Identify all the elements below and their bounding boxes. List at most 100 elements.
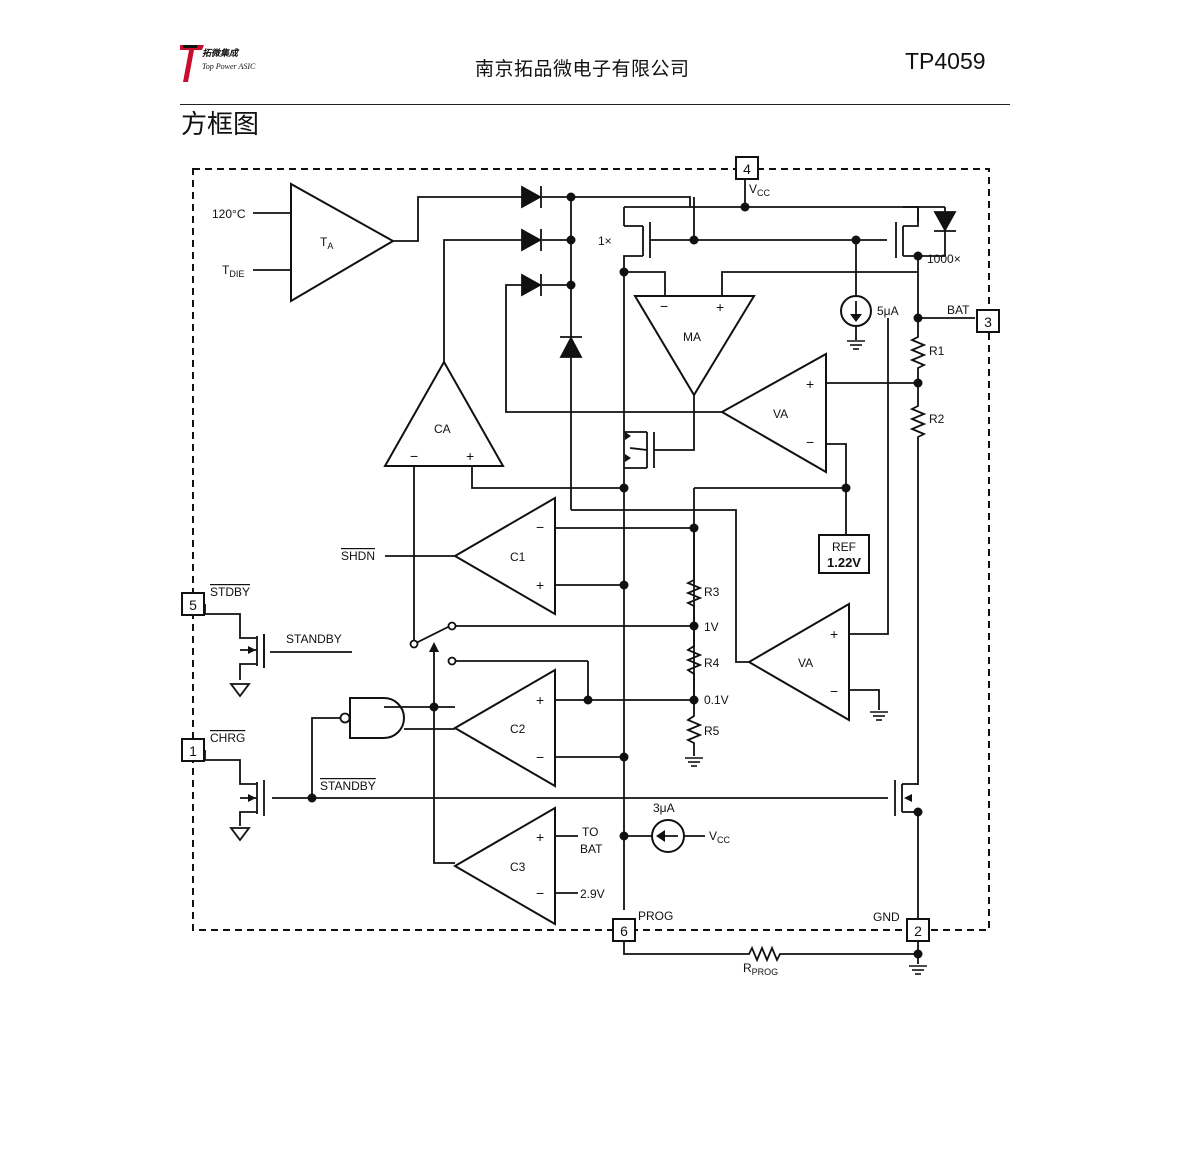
current-3ua-label: 3μA (653, 801, 675, 815)
c2-minus: − (536, 749, 544, 765)
resistors (685, 333, 927, 963)
ma-plus: + (716, 299, 724, 315)
c1-plus: + (536, 577, 544, 593)
diode-2-icon (521, 228, 542, 252)
va-amplifier-bottom (747, 602, 850, 722)
ref-box (818, 534, 870, 574)
vcc-source-label: VCC (709, 829, 731, 845)
pin-5-box (181, 592, 205, 616)
va-top-minus: − (806, 434, 814, 450)
pin-2-number: 2 (914, 923, 922, 939)
c3-plus: + (536, 829, 544, 845)
page-header: 拓微集成 Top Power ASIC 南京拓品微电子有限公司 TP4059 (180, 38, 1010, 105)
rprog-label: RPROG (743, 961, 778, 977)
switch-arrow-icon (429, 642, 439, 652)
c2-comparator (453, 668, 556, 788)
diodes (521, 185, 957, 358)
v1-label: 1V (704, 620, 719, 634)
stdby-ground-icon (229, 683, 251, 698)
va-top-label: VA (773, 407, 788, 421)
diode-4-icon (559, 336, 583, 358)
transistor-arrows (248, 432, 912, 802)
r1-label: R1 (929, 344, 945, 358)
standby-label: STANDBY (286, 632, 342, 646)
pin-3-box (976, 309, 1000, 333)
ca-amplifier (383, 359, 505, 467)
c3-minus: − (536, 885, 544, 901)
va-bottom-label: VA (798, 656, 813, 670)
left-arrow-icon (656, 830, 665, 842)
junction-dots (307, 192, 923, 959)
gnd-label: GND (873, 910, 900, 924)
c1-comparator (453, 496, 556, 616)
down-arrow-icon (850, 314, 862, 322)
standby-bar-label: STANDBY (320, 779, 376, 793)
chrg-arrow-icon (248, 794, 256, 802)
company-logo: 拓微集成 Top Power ASIC (180, 42, 280, 84)
tdie-label: TDIE (222, 263, 244, 279)
temp-label: 120°C (212, 207, 246, 221)
chip-boundary (192, 168, 990, 931)
stdby-pin-label: STDBY (210, 585, 250, 599)
pin-3-number: 3 (984, 314, 992, 330)
rprog-resistor (745, 945, 783, 963)
diagram-labels: 120°C TDIE TA VCC 1× 1000× 5μA BAT R1 R2… (210, 182, 970, 977)
logo-english-text: Top Power ASIC (202, 62, 256, 71)
pin-4-number: 4 (743, 161, 751, 177)
c3-comparator (453, 806, 556, 926)
current-5ua-label: 5μA (877, 304, 899, 318)
diode-3-icon (521, 273, 542, 297)
section-title: 方框图 (181, 110, 260, 140)
ratio-1000x-label: 1000× (927, 252, 961, 266)
bat-label: BAT (947, 303, 970, 317)
r5-resistor (685, 714, 703, 744)
nand-gate (349, 697, 405, 739)
ref-voltage: 1.22V (827, 555, 861, 570)
vcc-label: VCC (749, 182, 771, 198)
r4-resistor (685, 644, 703, 676)
r3-resistor (685, 578, 703, 608)
nand-bubble-icon (339, 712, 351, 724)
logo-mark-icon (180, 45, 204, 82)
ca-plus: + (466, 448, 474, 464)
pin-1-number: 1 (189, 743, 197, 759)
v01-label: 0.1V (704, 693, 729, 707)
c1-label: C1 (510, 550, 526, 564)
ref-label: REF (832, 540, 856, 554)
ma-label: MA (683, 330, 701, 344)
pin-5-number: 5 (189, 597, 197, 613)
ta-label: TA (320, 235, 333, 251)
shdn-label: SHDN (341, 549, 375, 563)
r5-label: R5 (704, 724, 720, 738)
to-label: TO (582, 825, 598, 839)
company-name: 南京拓品微电子有限公司 (475, 59, 690, 80)
to-bat-label: BAT (580, 842, 603, 856)
r2-resistor (909, 402, 927, 438)
diode-1-icon (521, 185, 542, 209)
ratio-1x-label: 1× (598, 234, 612, 248)
va-top-plus: + (806, 376, 814, 392)
c3-label: C3 (510, 860, 526, 874)
ca-label: CA (434, 422, 451, 436)
prog-label: PROG (638, 909, 673, 923)
r4-label: R4 (704, 656, 720, 670)
chrg-ground-icon (229, 827, 251, 842)
current-source-3ua (651, 819, 685, 853)
pin-6-number: 6 (620, 923, 628, 939)
pin-1-box (181, 738, 205, 762)
pin-6-box (612, 918, 636, 942)
ta-amplifier (290, 182, 396, 303)
ma-minus: − (660, 298, 668, 314)
va-amplifier-top (719, 352, 827, 474)
c2-label: C2 (510, 722, 526, 736)
c1-minus: − (536, 519, 544, 535)
v29-label: 2.9V (580, 887, 605, 901)
part-number: TP4059 (905, 48, 986, 74)
chrg-pin-label: CHRG (210, 731, 245, 745)
pin-boxes: 4 3 5 1 6 2 (181, 156, 1000, 942)
va-bottom-plus: + (830, 626, 838, 642)
pin-4-box (735, 156, 759, 180)
logo-chinese-text: 拓微集成 (202, 49, 239, 59)
r2-label: R2 (929, 412, 945, 426)
